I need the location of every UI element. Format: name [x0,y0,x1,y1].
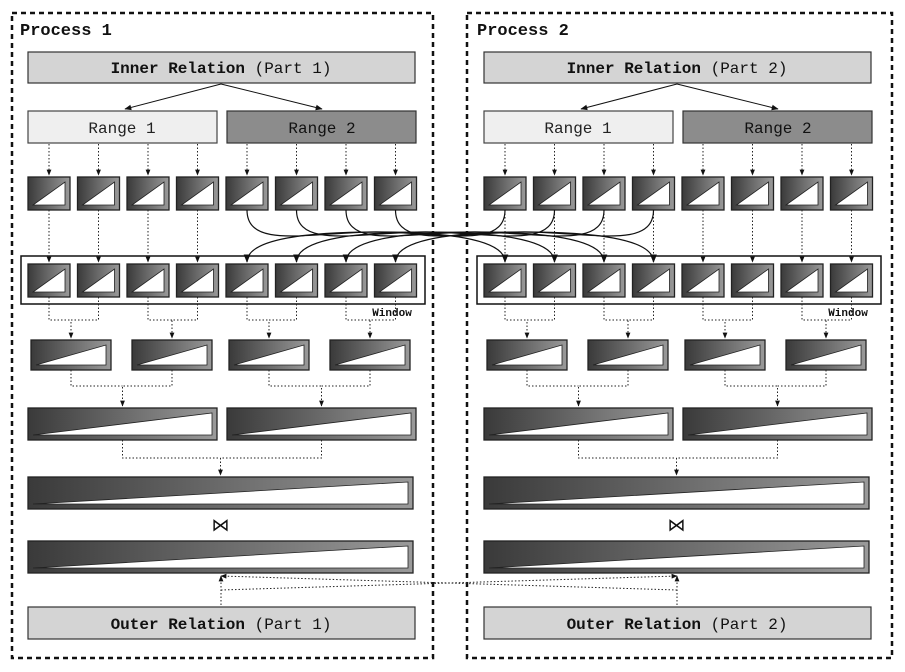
merge-level-2-block [483,407,674,441]
inner-relation-box [483,51,872,84]
outer-relation: Outer Relation (Part 1) [27,606,416,640]
exchange-arrows [243,209,854,263]
merge-level-2-block [682,407,873,441]
window-block [126,263,170,298]
inner-relation-box [27,51,416,84]
window-block [631,263,676,298]
outer-relation-box [27,606,416,640]
partition-block [274,176,319,211]
window-block [373,263,418,298]
merge-level-2-block [226,407,417,441]
partition-block [582,176,626,211]
inner-relation-label: Inner Relation (Part 2) [567,60,788,78]
inner-relation-label: Inner Relation (Part 1) [111,60,332,78]
process-1-border [10,11,435,660]
window-block [274,263,319,298]
window-label: Window [828,308,868,320]
partition-block [631,176,676,211]
partition-block [225,176,269,211]
merge-level-1-block [329,339,411,371]
range-1-label: Range 1 [88,120,155,138]
window-block [582,263,626,298]
merged-run-block [27,476,414,510]
range-1-box [27,110,218,144]
partition-block [730,176,775,211]
window-block [324,263,368,298]
outer-sorted-block [27,540,414,574]
window-block [532,263,577,298]
outer-relation-label: Outer Relation (Part 2) [567,616,788,634]
partition-block [829,176,874,211]
merge-level-2-block [27,407,218,441]
range-2-box [226,110,417,144]
process-1: Process 1 Inner Relation (Part 1) Range … [10,11,435,660]
partition-block [76,176,121,211]
window-label: Window [372,308,412,320]
partition-block [126,176,170,211]
range-2-box [682,110,873,144]
merge-level-1-block [486,339,568,371]
process-2: Process 2 Inner Relation (Part 2) Range … [465,11,894,660]
merge-level-1-block [30,339,112,371]
merged-run-block [483,476,870,510]
partition-block [780,176,824,211]
outer-relation: Outer Relation (Part 2) [483,606,872,640]
range-2-label: Range 2 [288,120,355,138]
partition-block [681,176,725,211]
join-symbol: ⋈ [668,517,686,537]
range-1-box [483,110,674,144]
join-symbol: ⋈ [212,517,230,537]
merge-level-1-block [131,339,213,371]
outer-relation-box [483,606,872,640]
window-block [780,263,824,298]
outer-sorted-block [483,540,870,574]
window-block [27,263,71,298]
merge-level-1-block [587,339,669,371]
partition-block [324,176,368,211]
range-1-label: Range 1 [544,120,611,138]
range-2-label: Range 2 [744,120,811,138]
partition-block [532,176,577,211]
window-block [829,263,874,298]
window-block [681,263,725,298]
merge-level-1-block [785,339,867,371]
partition-block [373,176,418,211]
merge-level-1-block [684,339,766,371]
partition-block [27,176,71,211]
partition-block [483,176,527,211]
window-block [76,263,121,298]
process-2-border [465,11,894,660]
process-1-title: Process 1 [20,22,112,41]
outer-relation-label: Outer Relation (Part 1) [111,616,332,634]
window-block [483,263,527,298]
process-2-title: Process 2 [477,22,569,41]
window-block [175,263,220,298]
window-block [730,263,775,298]
window-block [225,263,269,298]
merge-level-1-block [228,339,310,371]
partition-block [175,176,220,211]
